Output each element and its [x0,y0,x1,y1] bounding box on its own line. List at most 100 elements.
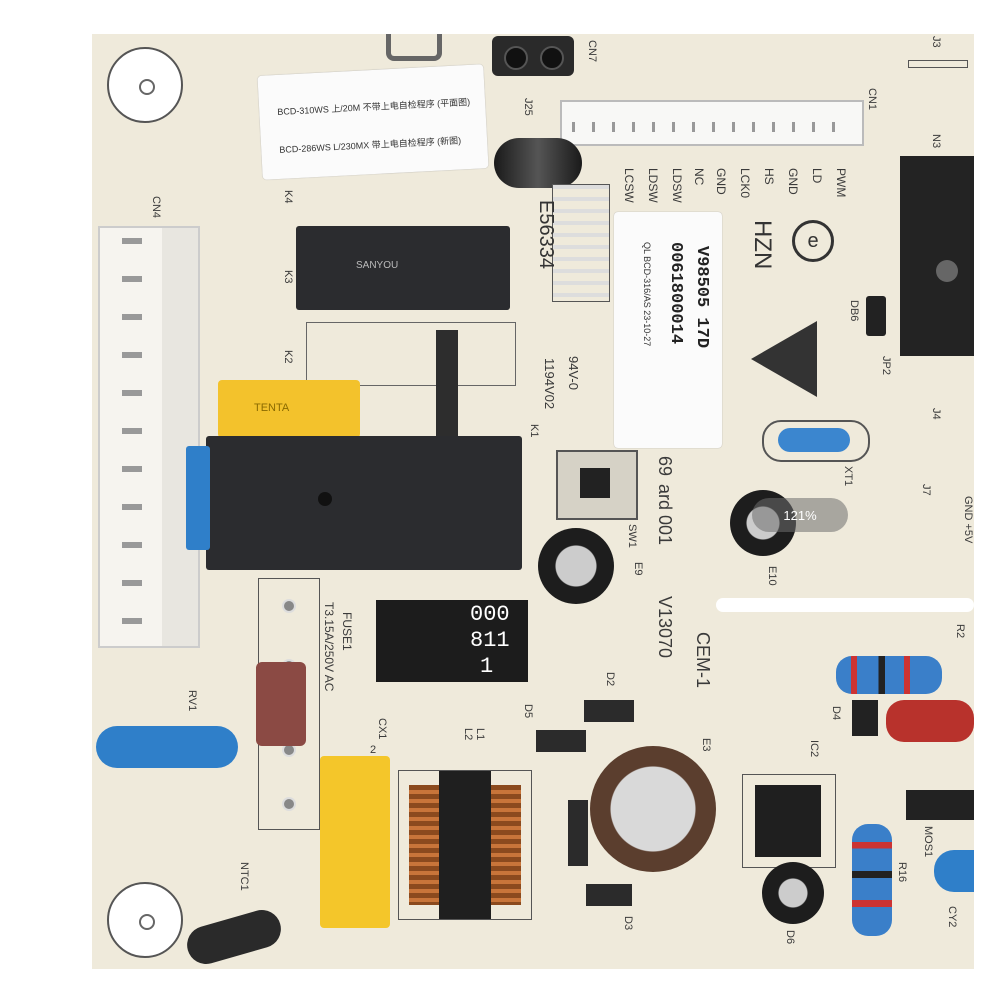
zoom-indicator: 121% [752,498,848,532]
label-cn4: CN4 [150,196,162,219]
electrolytic-cap-top [494,138,582,188]
label-xt1: XT1 [842,466,854,487]
electrolytic-cap-e9 [538,528,614,604]
relay-k3: SANYOU [296,226,510,310]
tenta-label: TENTA [254,402,290,414]
cn1-connector [560,100,864,146]
pin-label: LD [810,168,824,184]
pin-label: NC [692,168,706,186]
label-d2: D2 [604,672,616,687]
pin-label: LCK0 [738,168,752,199]
label-e3: E3 [700,738,712,752]
e-logo-icon: e [792,220,834,262]
label-94v0: 94V-0 [566,356,581,390]
label-e10: E10 [766,566,778,586]
capacitor-cx1 [320,756,390,928]
label-d4: D4 [830,706,842,721]
label-hzn: HZN [749,220,776,270]
label-cn7: CN7 [586,40,598,63]
ic-chip-line3: 1 [480,654,494,679]
label-sw1: SW1 [626,524,638,548]
label-k2: K2 [282,350,294,364]
label-k3: K3 [282,270,294,284]
label-n3: N3 [930,134,942,149]
label-j7: J7 [920,484,932,496]
sticker-top-line1: BCD-310WS 上/20M 不带上电自检程序 (平面图) [277,96,471,117]
db6-header [866,296,886,336]
diode-d1 [568,800,588,866]
relay-k3-brand: SANYOU [356,260,399,271]
pin-label: HS [762,168,776,185]
label-e9: E9 [632,562,644,576]
label-r2: R2 [954,624,966,639]
label-jp2: JP2 [880,356,892,375]
label-gnd5v: GND +5V [962,496,974,544]
j3-jumper [908,60,968,68]
label-cx1: CX1 [376,718,388,740]
ic-ic2 [742,774,836,868]
ic-n3 [900,156,974,356]
label-l1: L1 [474,728,486,741]
sticker-center-line2: 0061800014 [666,242,685,345]
sticker-top-line2: BCD-286WS L/230MX 带上电自检程序 (新图) [279,135,462,155]
label-j3: J3 [930,36,942,48]
resistor-blue [836,656,942,694]
slot-cutout [716,598,974,612]
label-k4: K4 [282,190,294,204]
mounting-hole-top-left [107,47,183,123]
label-d3: D3 [622,916,634,931]
pin-label: LDSW [670,168,684,203]
label-mos1: MOS1 [922,826,934,858]
sticker-center-line3: QL BCD-316/AS 23-10-27 [642,242,652,347]
switch-sw1 [556,450,638,520]
relay-k1-blue-clip [186,446,210,550]
relay-k1 [206,436,522,570]
label-l2: L2 [462,728,474,741]
pin-label: LDSW [646,168,660,203]
varistor-rv1 [96,726,238,768]
resistor-r16 [852,824,892,936]
label-sticker-top: BCD-310WS 上/20M 不带上电自检程序 (平面图) BCD-286WS… [257,64,489,180]
electrolytic-cap-e6 [762,862,824,924]
label-1194v02: 1194V02 [542,358,557,410]
diode-d5 [536,730,586,752]
label-d5: D5 [522,704,534,719]
label-ntc1: NTC1 [238,862,250,891]
mounting-hole-bottom-left [107,882,183,958]
cn7-connector [492,36,574,76]
label-ard: ard 001 [655,484,675,546]
label-e56334: E56334 [535,200,557,269]
sticker-center-line1: V98505 17D [692,246,711,349]
label-rv1: RV1 [186,690,198,712]
ic-chip-line2: 811 [470,628,510,653]
capacitor-tenta: TENTA [218,380,360,438]
electrolytic-cap-e3 [590,746,716,872]
label-sticker-center: V98505 17D 0061800014 QL BCD-316/AS 23-1… [614,212,722,448]
diode-d2 [584,700,634,722]
label-cx1-pin: 2 [370,744,377,756]
varistor-brown [256,662,306,746]
k2-outline [306,322,516,386]
crystal-xt1 [762,420,870,462]
heatsink-tab [436,330,458,440]
label-ic2: IC2 [808,740,820,758]
ic-chip-label: 000 811 1 [376,600,528,682]
label-j25: J25 [522,98,534,116]
label-69: 69 [655,456,675,477]
mosfet-mos1 [906,790,974,820]
bracket-top [386,34,442,61]
pin-label: PWM [834,168,848,198]
label-v13070: V13070 [655,596,675,659]
pin-label: GND [786,168,800,195]
label-k1: K1 [528,424,540,438]
ic-ladder-outline [552,184,610,302]
resistor-red [886,700,974,742]
label-j4: J4 [930,408,942,420]
label-db6: DB6 [848,300,860,322]
label-cem1: CEM-1 [693,632,713,689]
pin-label: GND [714,168,728,195]
label-fuse-rating: T3.15A/250V AC [322,602,336,692]
ic-chip-line1: 000 [470,602,510,627]
label-cn1: CN1 [866,88,878,111]
capacitor-cy2 [934,850,974,892]
